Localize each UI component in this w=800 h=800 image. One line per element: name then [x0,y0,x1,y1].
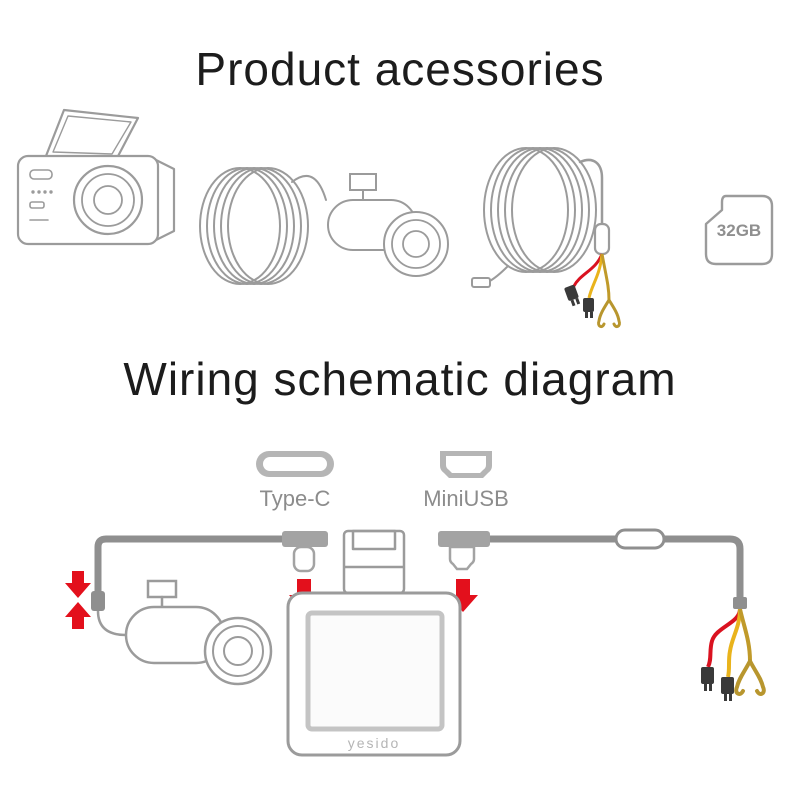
fuse-taps [701,667,734,701]
dash-cam-front [286,529,462,757]
wiring-title: Wiring schematic diagram [123,353,677,405]
ground-wire [600,253,611,301]
plug-lead [487,265,509,283]
mount-bracket [342,529,406,595]
front-panel-details [29,169,53,221]
rear-camera-with-coiled-cable-illustration [199,167,449,285]
ground-fork-terminal [597,298,621,329]
dash-cam-screen [305,610,445,732]
rear-camera-lens [383,211,449,277]
yellow-wire [587,253,604,299]
junction-block [733,597,747,609]
red-wire [706,608,742,668]
cables [94,535,744,605]
fuse-taps [564,284,594,318]
yellow-wire [726,608,742,678]
connect-direction-arrows [65,571,91,629]
flip-screen [44,108,140,162]
sd-card-outline [704,194,774,266]
hardwire-kit-illustration [471,147,621,329]
inline-module [593,222,611,256]
memory-card-illustration: 32GB [704,194,774,266]
type-c-connector-block [282,531,328,573]
pigtail-cable [291,175,327,201]
cable-inline-module [614,528,666,550]
coiled-cable [199,167,309,285]
front-dash-camera-illustration [16,108,176,246]
ground-fork-terminal [734,659,766,696]
type-c-label: Type-C [260,486,331,511]
mini-usb-connector-block [438,531,490,571]
arrow-up-icon [65,602,91,629]
power-plug [471,277,491,288]
cable-end-plug [91,591,105,611]
mini-usb-plug-icon [440,451,492,478]
hardwire-splitter [701,597,766,701]
coiled-cable [483,147,597,273]
arrow-down-icon [65,571,91,598]
brand-logo: yesido [348,735,400,751]
rear-camera-lens [203,616,273,686]
wiring-schematic: Type-C MiniUSB yesido [65,451,766,757]
rear-camera [327,173,449,277]
rear-camera-pigtail [96,610,127,637]
accessories-title: Product acessories [195,43,605,95]
right-cable-to-hardwire [482,535,744,605]
output-cable [578,158,604,226]
camera-lens [72,164,144,236]
rear-camera [124,579,273,686]
ground-wire [738,608,752,662]
insert-arrow-right-icon [448,579,478,612]
type-c-plug-icon [256,451,334,477]
left-cable-to-rear-camera [94,535,290,597]
mini-usb-label: MiniUSB [423,486,509,511]
sd-card-capacity: 32GB [717,221,761,240]
